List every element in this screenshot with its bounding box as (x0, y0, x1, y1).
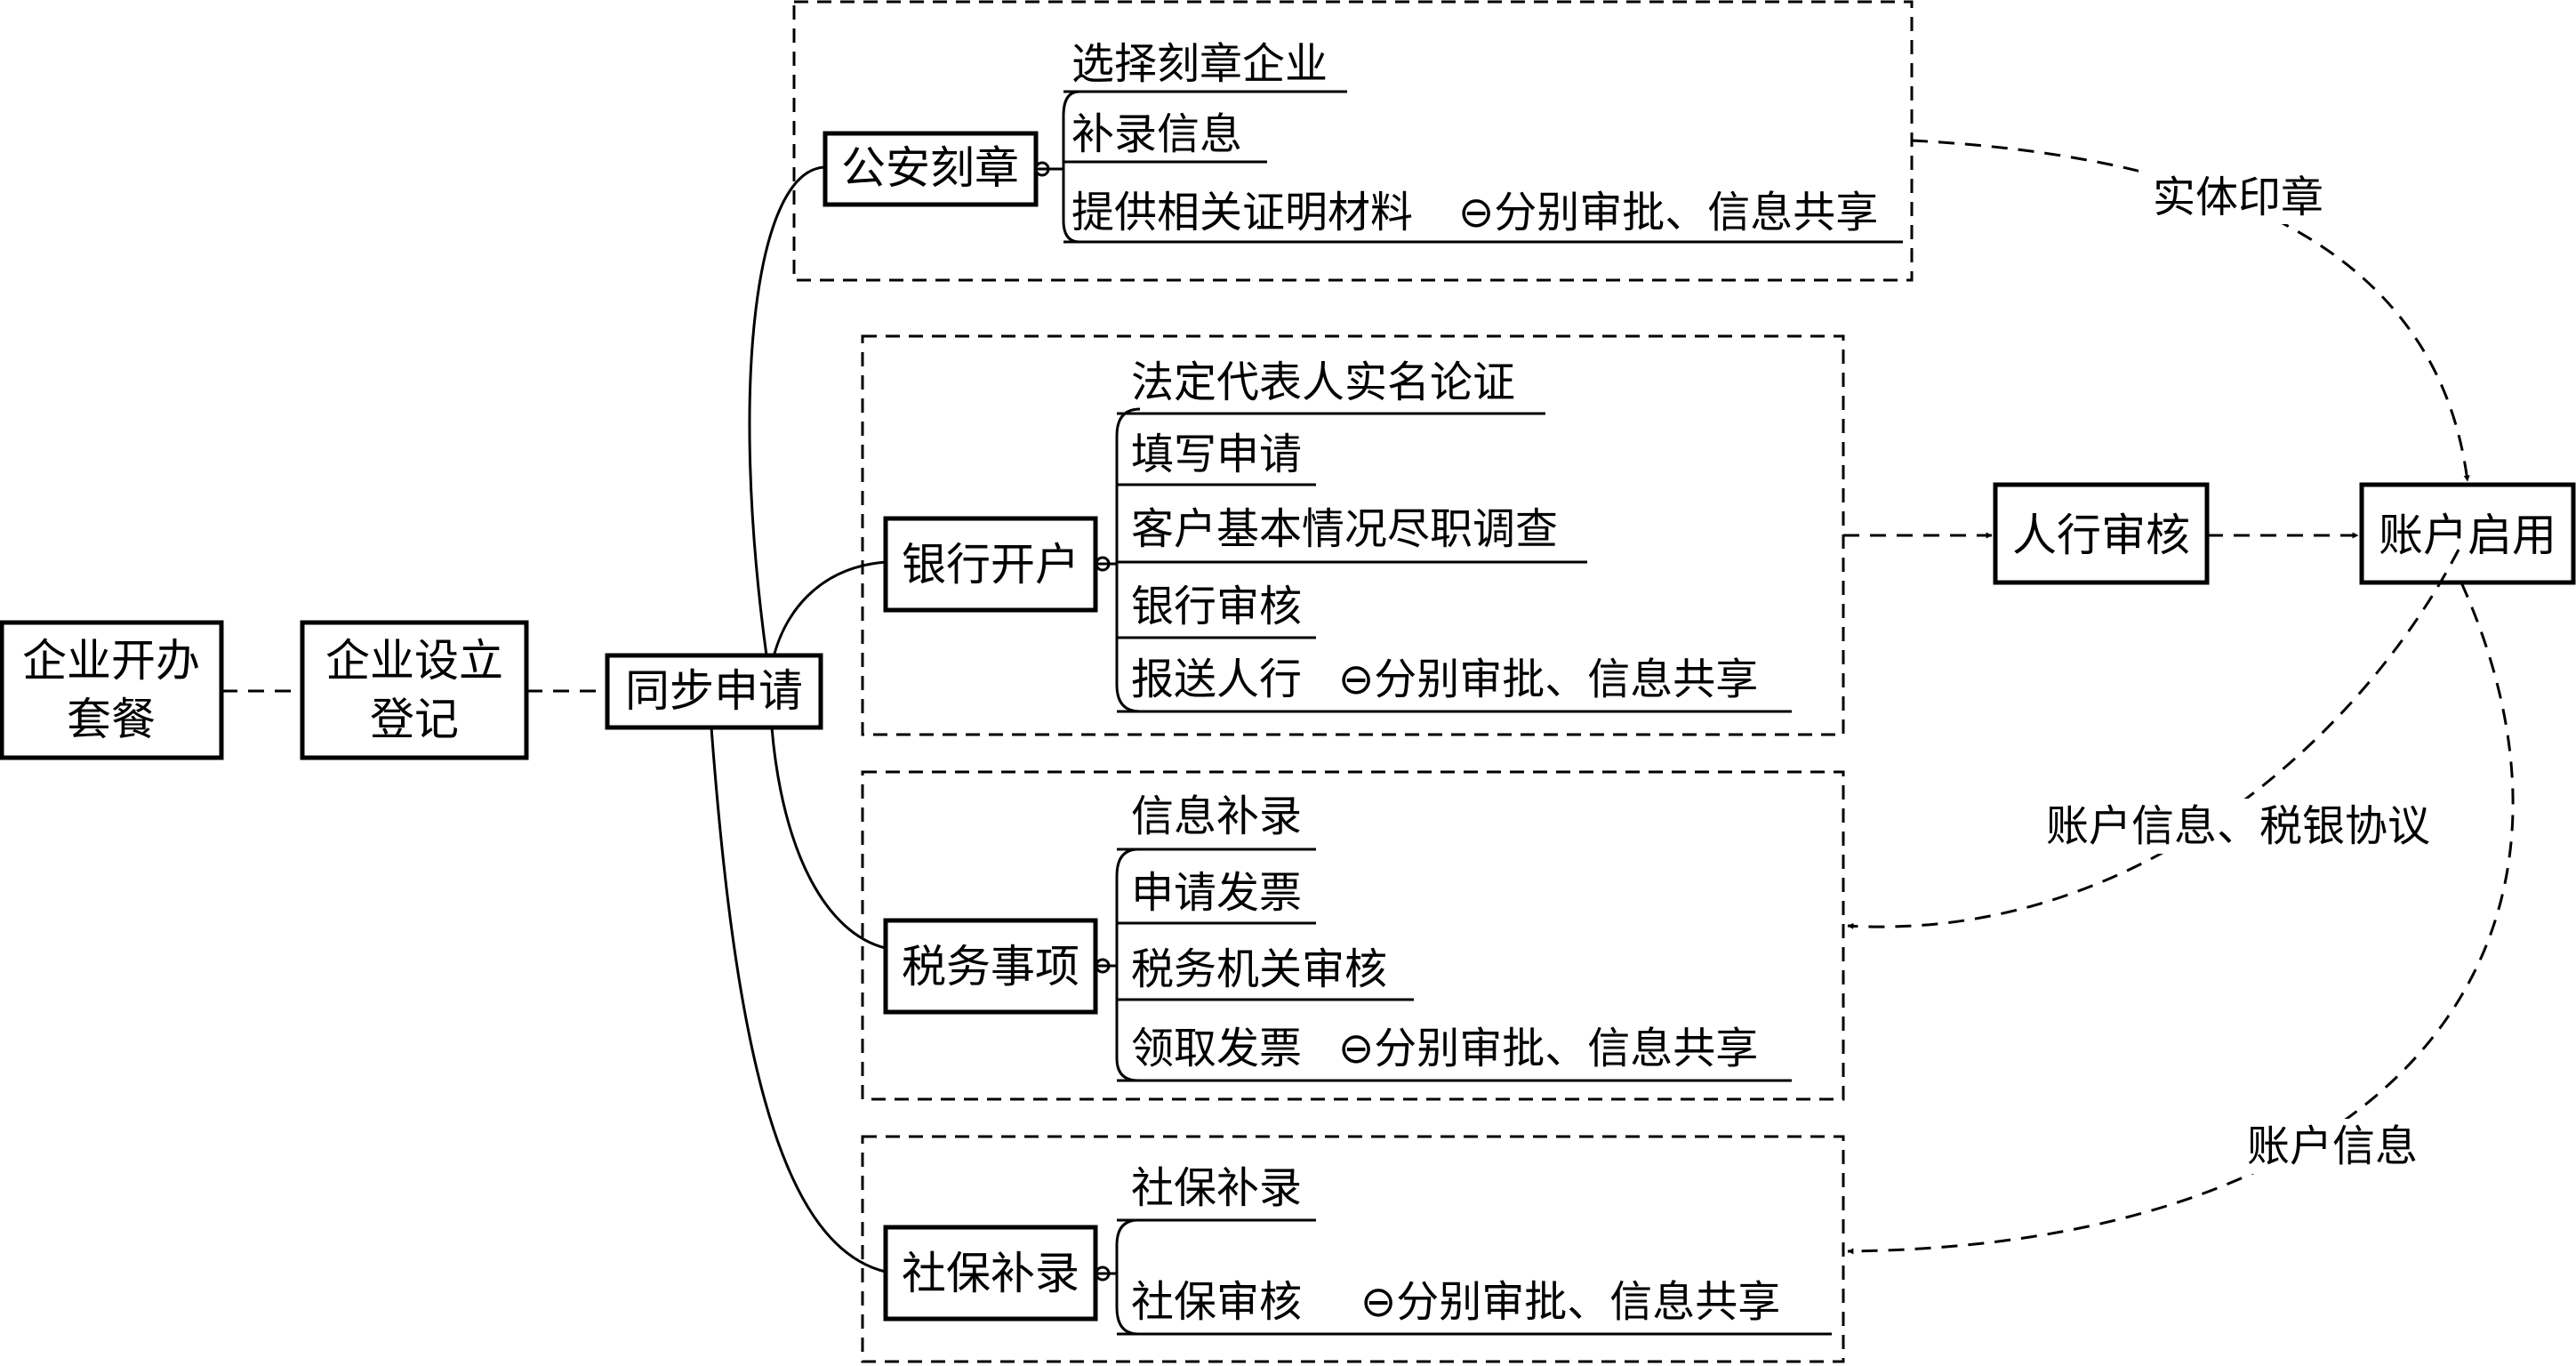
registration-label-line2: 登记 (370, 694, 459, 745)
registration-node: 企业设立 登记 (300, 620, 529, 760)
social-group-frame (861, 1135, 1845, 1363)
registration-label-line1: 企业设立 (325, 635, 503, 687)
sync-apply-node: 同步申请 (605, 653, 823, 730)
account-tax-info-label: 账户信息、税银协议 (2046, 801, 2430, 851)
police-item-3: 提供相关证明材料 (1071, 188, 1413, 237)
bank-item-5: 报送人行 (1131, 655, 1302, 704)
bank-title-label: 银行开户 (902, 539, 1079, 591)
social-item-1: 社保补录 (1131, 1163, 1302, 1213)
package-label-line2: 套餐 (67, 694, 156, 745)
social-item-bracket (1115, 1218, 1139, 1336)
physical-seal-arrow (1911, 139, 2470, 482)
social-title-label: 社保补录 (902, 1248, 1079, 1299)
bank-item-bracket (1115, 407, 1141, 713)
police-item-1: 选择刻章企业 (1071, 39, 1328, 89)
bank-item-3: 客户基本情况尽职调查 (1131, 504, 1558, 554)
police-item-3-note: ⊖分别审批、信息共享 (1458, 188, 1878, 237)
branch-to-police (748, 165, 826, 656)
tax-item-4-note: ⊖分别审批、信息共享 (1338, 1024, 1758, 1073)
physical-seal-label: 实体印章 (2153, 173, 2323, 222)
account-enable-label: 账户启用 (2379, 510, 2556, 561)
bank-item-2: 填写申请 (1131, 430, 1302, 479)
branch-to-social (710, 727, 887, 1274)
tax-title-node: 税务事项 (883, 918, 1098, 1015)
account-info-label-bg (2232, 1119, 2433, 1174)
tax-item-3: 税务机关审核 (1131, 944, 1387, 994)
social-item-2: 社保审核 (1131, 1277, 1302, 1327)
physical-seal-label-bg (2139, 169, 2339, 224)
bank-title-node: 银行开户 (883, 516, 1098, 613)
account-info-label: 账户信息 (2247, 1121, 2418, 1171)
tax-item-4: 领取发票 (1131, 1024, 1302, 1073)
branch-to-bank (770, 560, 887, 665)
social-title-node: 社保补录 (883, 1225, 1098, 1322)
sync-apply-label: 同步申请 (625, 665, 803, 717)
police-title-label: 公安刻章 (841, 142, 1019, 194)
tax-item-1: 信息补录 (1131, 791, 1302, 841)
tax-title-label: 税务事项 (902, 941, 1079, 992)
account-info-arrow (1847, 582, 2515, 1255)
bank-item-4: 银行审核 (1131, 582, 1302, 631)
branch-to-tax (770, 727, 887, 950)
account-tax-info-label-bg (2029, 799, 2447, 854)
package-label-line1: 企业开办 (22, 635, 200, 687)
police-item-2: 补录信息 (1071, 109, 1242, 159)
bank-item-5-note: ⊖分别审批、信息共享 (1338, 655, 1758, 704)
social-item-2-note: ⊖分别审批、信息共享 (1360, 1277, 1780, 1327)
tax-group-frame (861, 770, 1845, 1101)
tax-item-2: 申请发票 (1131, 868, 1302, 918)
package-node: 企业开办 套餐 (0, 620, 224, 760)
police-title-node: 公安刻章 (823, 131, 1039, 207)
pbc-review-node: 人行审核 (1993, 482, 2210, 585)
account-tax-info-arrow (1847, 549, 2460, 929)
pbc-review-label: 人行审核 (2012, 510, 2190, 561)
account-enable-node: 账户启用 (2359, 482, 2576, 585)
bank-item-1: 法定代表人实名论证 (1131, 358, 1515, 407)
